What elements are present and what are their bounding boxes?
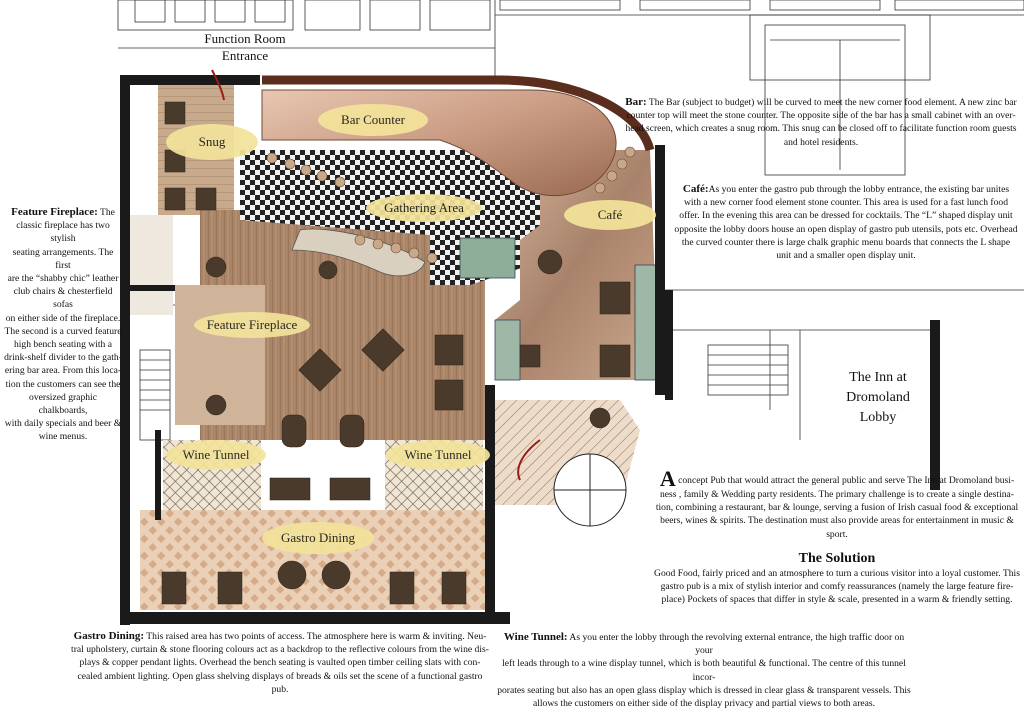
note-fireplace-heading: Feature Fireplace: xyxy=(11,206,98,218)
label-bar-counter: Bar Counter xyxy=(318,104,428,136)
note-cafe-heading: Café: xyxy=(682,183,709,195)
gastro-dining-heading: Gastro Dining: xyxy=(73,630,145,642)
label-gathering-area: Gathering Area xyxy=(366,194,482,222)
note-gastro-dining: Gastro Dining: This raised area has two … xyxy=(71,630,489,695)
bar-back-wall xyxy=(262,75,655,152)
floor-plan xyxy=(117,0,1024,625)
note-bar: Bar: The Bar (subject to budget) will be… xyxy=(625,96,1017,148)
furniture xyxy=(161,101,631,605)
label-snug: Snug xyxy=(166,124,258,160)
bar-stools xyxy=(266,146,636,264)
fireplace-bench xyxy=(291,228,426,277)
walls xyxy=(120,75,940,625)
label-gastro-dining: Gastro Dining xyxy=(262,522,374,554)
solution-heading: The Solution xyxy=(798,551,876,566)
lobby-label: The Inn at Dromoland Lobby xyxy=(846,370,910,425)
label-feature-fireplace: Feature Fireplace xyxy=(194,312,310,338)
note-bar-heading: Bar: xyxy=(625,96,647,108)
label-cafe: Café xyxy=(564,200,656,230)
cafe-display-unit xyxy=(459,237,516,279)
note-feature-fireplace: Feature Fireplace: The classic fireplace… xyxy=(4,206,122,443)
function-room-entrance-label: Function Room Entrance xyxy=(204,31,286,63)
revolving-door xyxy=(553,453,627,527)
context-linework xyxy=(117,0,1024,490)
note-cafe: Café:As you enter the gastro pub through… xyxy=(674,183,1018,262)
flow-arrows xyxy=(211,69,541,481)
note-solution: The Solution Good Food, fairly priced an… xyxy=(652,550,1022,607)
left-corridor-floor xyxy=(128,215,173,315)
concept-dropcap: A xyxy=(659,466,676,491)
note-wine-tunnel: Wine Tunnel: As you enter the lobby thro… xyxy=(497,631,911,710)
label-wine-tunnel-right: Wine Tunnel xyxy=(386,440,490,470)
wine-tunnel-heading: Wine Tunnel: xyxy=(503,631,568,643)
label-wine-tunnel-left: Wine Tunnel xyxy=(166,440,266,470)
note-concept: A concept Pub that would attract the gen… xyxy=(655,466,1019,540)
